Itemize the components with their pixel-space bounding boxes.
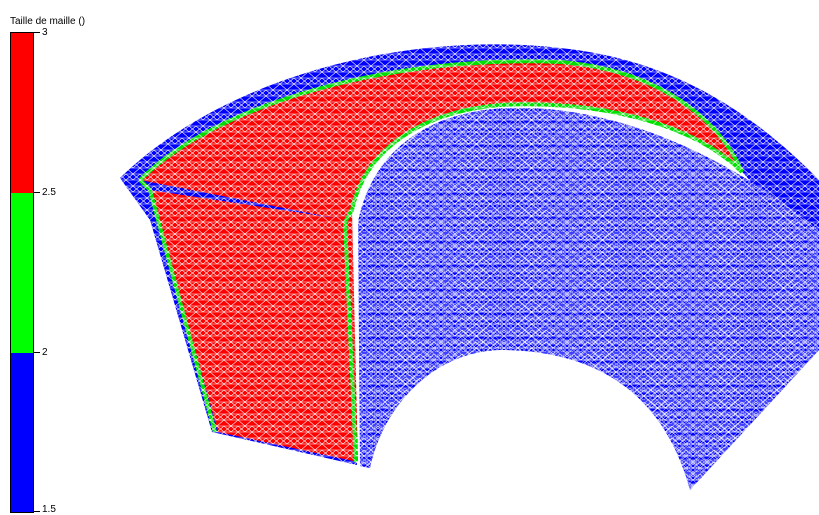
tick-mark-3 bbox=[34, 32, 40, 33]
tick-label-3: 3 bbox=[42, 27, 48, 38]
tick-label-2.5: 2.5 bbox=[42, 187, 56, 198]
tick-mark-2 bbox=[34, 352, 40, 353]
legend-title: Taille de maille () bbox=[10, 16, 86, 27]
tick-mark-2.5 bbox=[34, 192, 40, 193]
color-band-mid bbox=[11, 193, 33, 353]
color-scale-bar bbox=[10, 32, 34, 513]
tick-mark-1.5 bbox=[34, 511, 40, 512]
color-band-high bbox=[11, 33, 33, 193]
tick-label-2: 2 bbox=[42, 347, 48, 358]
mesh-inner-fine-overlay bbox=[358, 107, 819, 490]
color-band-low bbox=[11, 353, 33, 512]
tick-label-1.5: 1.5 bbox=[42, 504, 56, 515]
